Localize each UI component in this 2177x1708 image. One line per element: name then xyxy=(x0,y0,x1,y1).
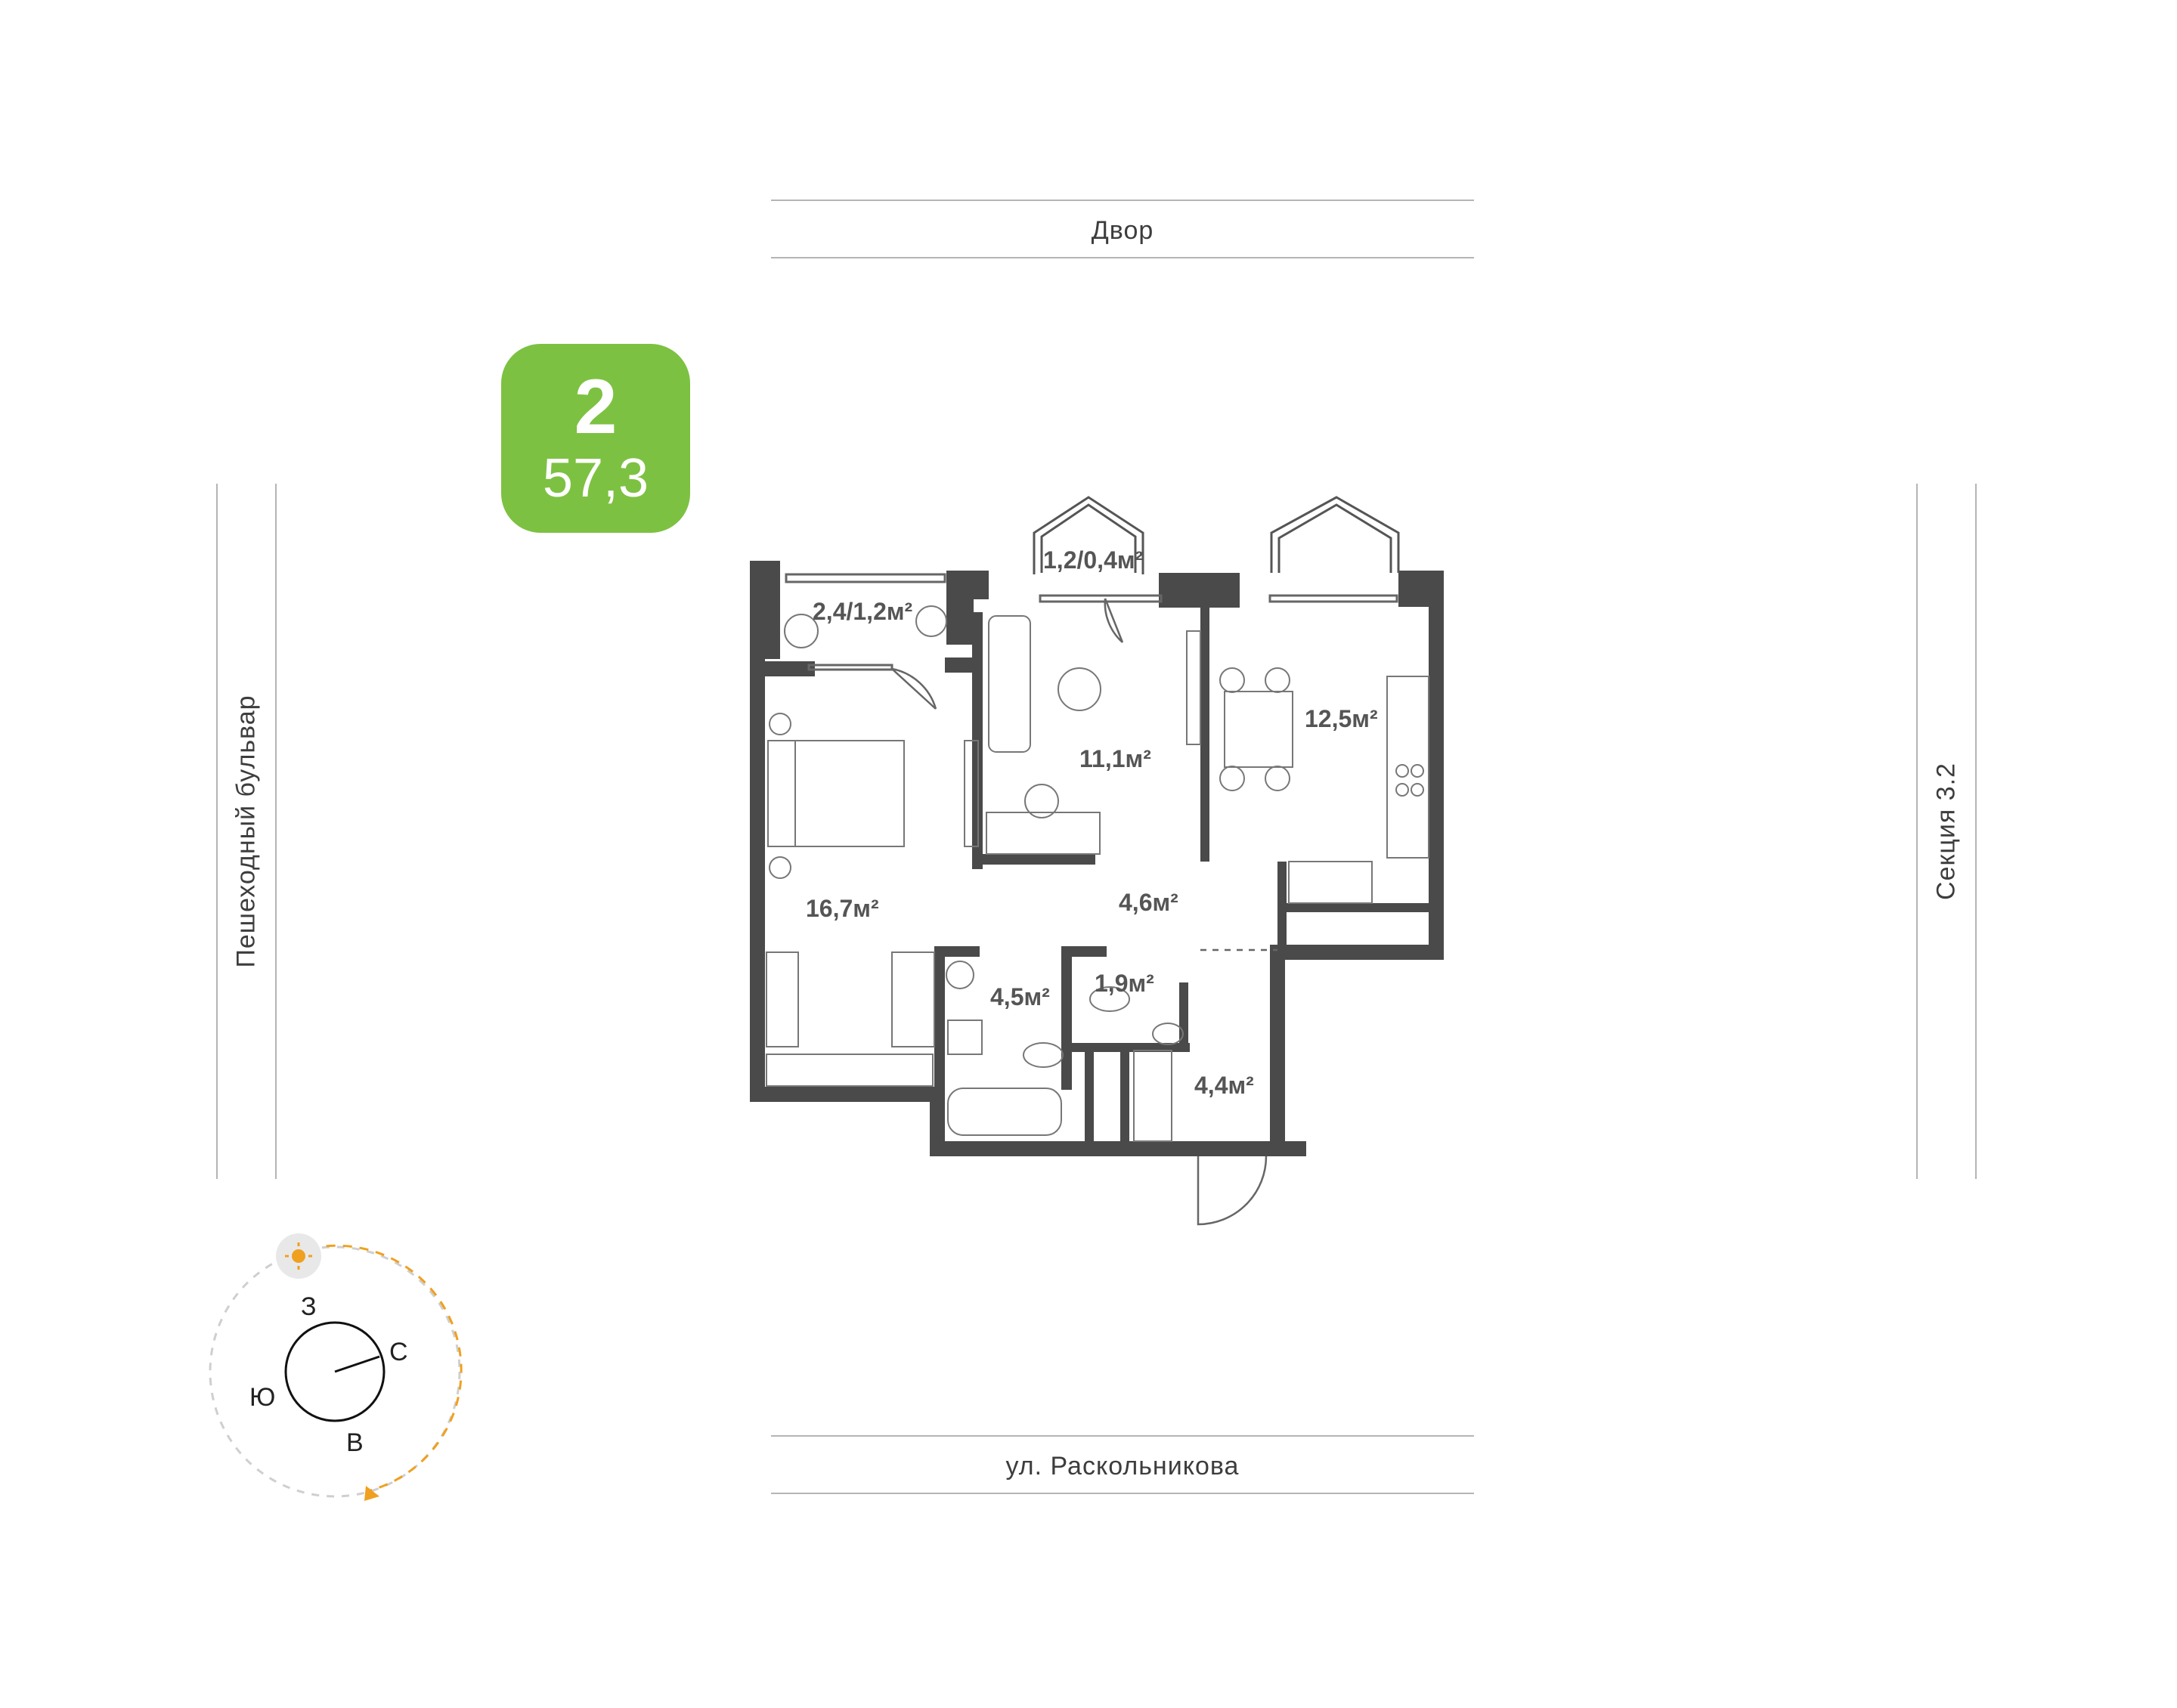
street-bottom: ул. Раскольникова xyxy=(771,1432,1474,1500)
sun-path xyxy=(309,1244,463,1492)
room-count: 2 xyxy=(574,364,618,450)
label-entrance: 4,4м² xyxy=(1194,1072,1254,1099)
label-kitchen: 12,5м² xyxy=(1305,705,1378,732)
compass-dial xyxy=(284,1321,386,1422)
street-top: Двор xyxy=(771,196,1474,265)
street-top-label: Двор xyxy=(1091,216,1154,245)
sun-icon xyxy=(276,1233,321,1279)
label-hall: 4,6м² xyxy=(1119,889,1178,916)
compass-needle xyxy=(334,1355,380,1373)
street-bottom-label: ул. Раскольникова xyxy=(1005,1452,1240,1481)
street-right: Секция 3.2 xyxy=(1916,484,1977,1179)
doors xyxy=(891,598,1277,1226)
label-bathroom: 4,5м² xyxy=(990,983,1050,1010)
label-balcony-center: 1,2/0,4м² xyxy=(1043,546,1143,574)
total-area: 57,3 xyxy=(542,448,649,509)
sun-path-arrow xyxy=(364,1486,379,1501)
compass-north: С xyxy=(389,1338,408,1366)
windows xyxy=(785,573,1398,671)
furniture xyxy=(766,605,1429,1142)
compass-south: Ю xyxy=(249,1383,275,1412)
label-wc: 1,9м² xyxy=(1095,970,1154,997)
compass-west: З xyxy=(301,1292,317,1321)
balconies xyxy=(1033,496,1400,574)
label-bedroom: 16,7м² xyxy=(806,895,879,922)
label-loggia-west: 2,4/1,2м² xyxy=(813,598,912,625)
compass: З С Ю В xyxy=(209,1233,463,1501)
label-living: 11,1м² xyxy=(1079,745,1151,772)
street-left: Пешеходный бульвар xyxy=(216,484,277,1179)
walls xyxy=(750,561,1444,1156)
compass-east: В xyxy=(346,1428,364,1457)
room-labels: 2,4/1,2м² 1,2/0,4м² 11,1м² 12,5м² 16,7м²… xyxy=(806,546,1378,1099)
apartment-badge: 2 57,3 xyxy=(501,344,690,533)
compass-orbit xyxy=(209,1245,461,1498)
